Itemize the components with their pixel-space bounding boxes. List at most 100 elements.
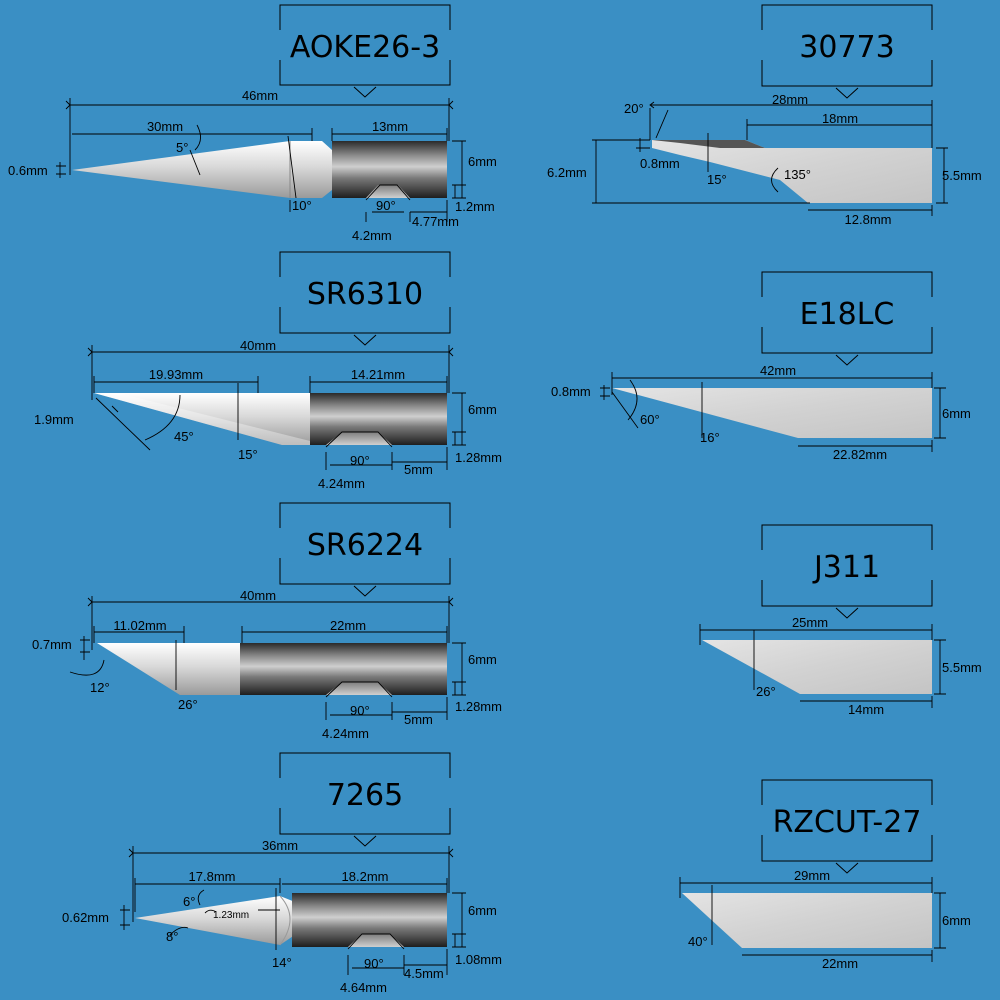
blade-body <box>72 141 447 198</box>
blade-body <box>135 893 447 947</box>
blade-aoke26-3: AOKE26-3 46mm 30mm 13mm 0.6mm 5° 10° 6mm… <box>8 4 497 243</box>
blade-30773: 30773 28mm 18mm 6.2mm 20° 0.8mm 15° 135°… <box>547 4 982 227</box>
blade-title: RZCUT-27 <box>773 805 922 840</box>
dim-bottom: 14mm <box>848 702 884 717</box>
blade-title: J311 <box>812 550 880 585</box>
blade-body <box>702 640 932 694</box>
dim-edge-angle: 40° <box>688 934 708 949</box>
blade-title: 7265 <box>327 778 403 813</box>
dim-total: 40mm <box>240 588 276 603</box>
dim-bottom: 22mm <box>822 956 858 971</box>
dim-total: 36mm <box>262 838 298 853</box>
dim-bottom: 22.82mm <box>833 447 887 462</box>
dim-diameter: 6mm <box>468 402 497 417</box>
dim-blade: 17.8mm <box>189 869 236 884</box>
dim-notch-depth: 1.28mm <box>455 450 502 465</box>
dim-width: 5.5mm <box>942 660 982 675</box>
blade-body <box>652 140 932 203</box>
dim-edge-angle: 26° <box>756 684 776 699</box>
blade-body <box>97 643 447 695</box>
dim-notch-angle: 90° <box>350 703 370 718</box>
title-box: 30773 <box>761 4 933 99</box>
dim-shank: 18.2mm <box>342 869 389 884</box>
dimension-lines <box>120 846 466 975</box>
dim-blade: 30mm <box>147 119 183 134</box>
dim-tip-angle: 20° <box>624 101 644 116</box>
dim-top: 18mm <box>822 111 858 126</box>
dim-notch-position: 5mm <box>404 712 433 727</box>
dim-total: 28mm <box>772 92 808 107</box>
blade-e18lc: E18LC 42mm 0.8mm 60° 16° 6mm 22.82mm <box>551 271 971 462</box>
dim-tip-angle-2: 8° <box>166 929 178 944</box>
dimension-lines <box>600 372 946 452</box>
dim-notch-depth: 1.28mm <box>455 699 502 714</box>
dim-diameter: 6mm <box>468 652 497 667</box>
dim-notch-angle: 90° <box>364 956 384 971</box>
blade-body <box>682 893 932 948</box>
blade-rzcut-27: RZCUT-27 29mm 40° 6mm 22mm <box>679 779 971 971</box>
title-box: 7265 <box>279 752 451 847</box>
blade-title: 30773 <box>799 30 894 65</box>
dim-width: 6mm <box>942 406 971 421</box>
dim-back-angle: 135° <box>784 167 811 182</box>
dim-tip-angle: 45° <box>174 429 194 444</box>
dim-tip: 1.9mm <box>34 412 74 427</box>
blade-7265: 7265 36mm 17.8mm 18.2mm 0.62mm 6° 8° 1.2… <box>62 752 502 995</box>
dim-tip: 0.8mm <box>640 156 680 171</box>
dimension-lines <box>69 596 466 720</box>
dimension-lines <box>679 877 946 962</box>
dim-tip: 0.6mm <box>8 163 48 178</box>
dim-edge-angle: 16° <box>700 430 720 445</box>
blade-sr6310: SR6310 40mm 19.93mm 14.21mm 1.9mm 45° 15… <box>34 251 502 491</box>
title-box: RZCUT-27 <box>761 779 933 874</box>
dim-tip-angle: 6° <box>183 894 195 909</box>
dim-tip-angle: 12° <box>90 680 110 695</box>
dim-notch-width: 4.2mm <box>352 228 392 243</box>
dim-notch-position: 4.5mm <box>404 966 444 981</box>
dim-notch-position: 4.77mm <box>412 214 459 229</box>
dim-blade: 11.02mm <box>113 618 166 633</box>
dimension-lines <box>592 100 948 216</box>
dim-tip: 0.62mm <box>62 910 109 925</box>
dim-total: 42mm <box>760 363 796 378</box>
title-box: SR6310 <box>279 251 451 346</box>
dim-edge-angle: 10° <box>292 198 312 213</box>
dim-total: 25mm <box>792 615 828 630</box>
dim-height: 6.2mm <box>547 165 587 180</box>
blade-j311: J311 25mm 26° 5.5mm 14mm <box>699 524 982 717</box>
title-box: J311 <box>761 524 933 619</box>
dim-diameter: 6mm <box>468 903 497 918</box>
blade-sr6224: SR6224 40mm 11.02mm 22mm 0.7mm 12° 26° 6… <box>32 502 502 741</box>
dim-shank: 13mm <box>372 119 408 134</box>
blade-body <box>94 393 447 445</box>
dim-inner-width: 1.23mm <box>213 910 249 921</box>
dim-notch-width: 4.24mm <box>322 726 369 741</box>
dim-total: 40mm <box>240 338 276 353</box>
dim-width: 6mm <box>942 913 971 928</box>
blade-body <box>612 388 932 438</box>
dim-blade: 19.93mm <box>149 367 203 382</box>
title-box: E18LC <box>761 271 933 366</box>
blade-title: SR6310 <box>307 277 423 312</box>
dim-edge-angle: 14° <box>272 955 292 970</box>
title-box: AOKE26-3 <box>279 4 451 98</box>
dim-diameter: 6mm <box>468 154 497 169</box>
dim-bottom: 12.8mm <box>845 212 892 227</box>
blade-title: AOKE26-3 <box>290 30 440 65</box>
dim-width: 5.5mm <box>942 168 982 183</box>
blade-title: E18LC <box>800 297 895 332</box>
dim-tip-angle: 5° <box>176 140 188 155</box>
dim-edge-angle: 15° <box>238 447 258 462</box>
dim-notch-width: 4.64mm <box>340 980 387 995</box>
dim-edge-angle: 26° <box>178 697 198 712</box>
dim-notch-depth: 1.2mm <box>455 199 495 214</box>
dim-edge-angle: 15° <box>707 172 727 187</box>
dim-notch-angle: 90° <box>376 198 396 213</box>
dim-total: 29mm <box>794 868 830 883</box>
dimension-lines <box>699 624 946 708</box>
blade-title: SR6224 <box>307 528 423 563</box>
dim-tip: 0.8mm <box>551 384 591 399</box>
dim-shank: 22mm <box>330 618 366 633</box>
dim-total: 46mm <box>242 88 278 103</box>
